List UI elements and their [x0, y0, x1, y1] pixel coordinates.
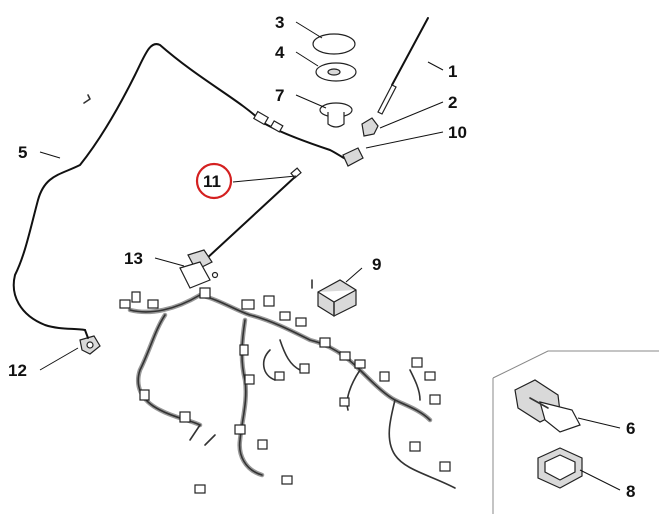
callout-1: 1 [448, 62, 457, 81]
bracket-part-13 [179, 261, 219, 289]
antenna-cable-part-5 [12, 43, 351, 331]
seal-part-4 [315, 62, 357, 82]
callout-7: 7 [275, 86, 284, 105]
callout-10: 10 [448, 123, 467, 142]
antenna-mast-part-1 [377, 17, 429, 115]
detail-panel [492, 350, 659, 514]
module-part-9 [311, 279, 357, 317]
callout-2: 2 [448, 93, 457, 112]
clip-part-6 [514, 379, 581, 433]
bracket-part-10 [342, 147, 364, 167]
connector-part-12 [79, 329, 101, 355]
callout-12: 12 [8, 361, 27, 380]
clip-part-8 [537, 447, 583, 489]
nut-part-7 [319, 102, 353, 128]
callout-3: 3 [275, 13, 284, 32]
highlight-circle [195, 162, 233, 200]
callout-5: 5 [18, 143, 27, 162]
callout-11: 11 [203, 172, 221, 191]
leader-lines [39, 21, 621, 491]
gasket-part-3 [312, 33, 356, 55]
callout-8: 8 [626, 482, 635, 501]
antenna-base-part-2 [361, 117, 379, 137]
callout-9: 9 [372, 255, 381, 274]
callout-13: 13 [124, 249, 143, 268]
callout-4: 4 [275, 43, 285, 62]
wiring-harness [119, 287, 456, 494]
callout-6: 6 [626, 419, 635, 438]
